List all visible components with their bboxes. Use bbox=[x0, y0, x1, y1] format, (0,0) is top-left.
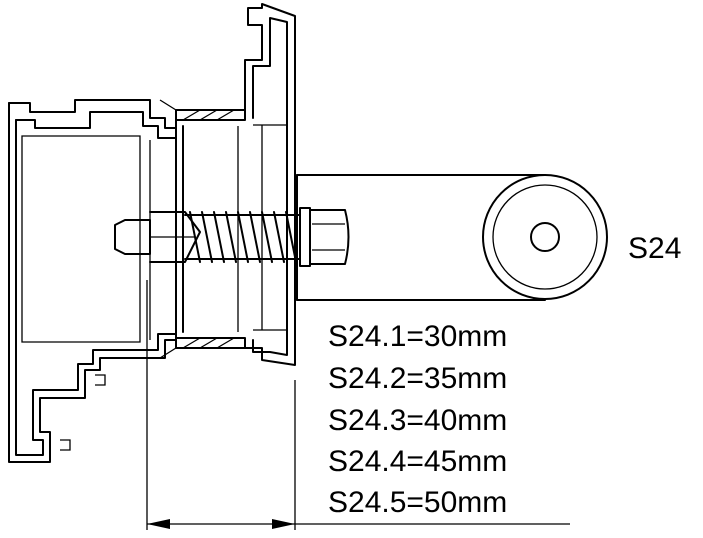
variant-label-4: S24.4=45mm bbox=[328, 445, 507, 478]
dimension-lines bbox=[146, 280, 570, 530]
product-label: S24 bbox=[628, 232, 681, 265]
right-sash-profile bbox=[244, 3, 296, 366]
variant-label-3: S24.3=40mm bbox=[328, 404, 507, 437]
variant-label-5: S24.5=50mm bbox=[328, 486, 507, 519]
variant-label-2: S24.2=35mm bbox=[328, 362, 507, 395]
variant-label-1: S24.1=30mm bbox=[328, 320, 507, 353]
middle-profile bbox=[159, 99, 246, 359]
left-frame-profile bbox=[8, 99, 177, 463]
socket-wrench bbox=[296, 174, 608, 301]
anchor-screw bbox=[114, 207, 350, 267]
